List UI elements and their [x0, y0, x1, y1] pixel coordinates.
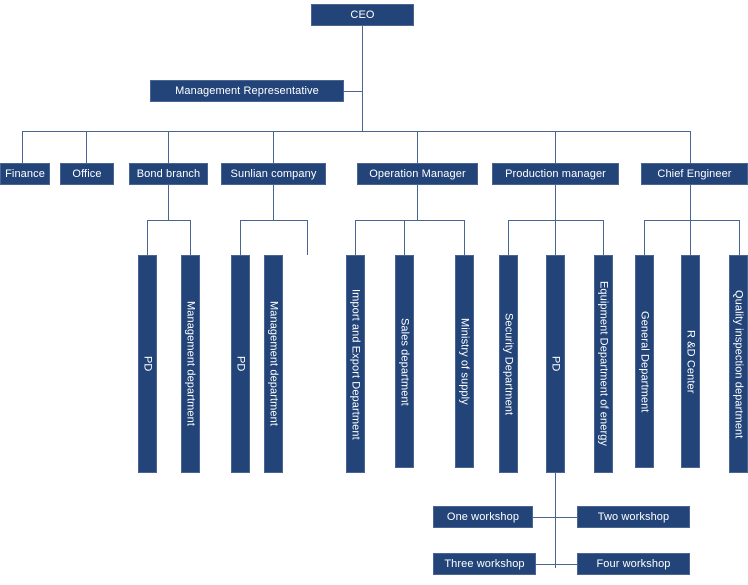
node-two-workshop[interactable]: Two workshop — [577, 506, 690, 528]
connector-operation-manager-stem — [417, 185, 418, 220]
node-sunlian-company-management-department[interactable]: Management department — [264, 255, 283, 473]
connector-ceo-to-level2 — [362, 92, 363, 131]
node-ceo[interactable]: CEO — [311, 4, 414, 26]
connector-operation-manager-child-1 — [404, 220, 405, 255]
node-finance[interactable]: Finance — [0, 163, 50, 185]
connector-pd-to-workshops — [555, 473, 556, 568]
connector-drop-production-manager — [555, 131, 556, 163]
connector-drop-bond-branch — [168, 131, 169, 163]
node-sunlian-company-pd[interactable]: PD — [231, 255, 250, 473]
node-import-and-export-department[interactable]: Import and Export Department — [346, 255, 365, 473]
node-sunlian-company[interactable]: Sunlian company — [221, 163, 326, 185]
node-sales-department[interactable]: Sales department — [395, 255, 414, 468]
connector-drop-operation-manager — [417, 131, 418, 163]
connector-ceo-stem — [362, 26, 363, 92]
connector-production-manager-child-0 — [508, 220, 509, 255]
connector-operation-manager-bus — [355, 220, 465, 221]
node-chief-engineer[interactable]: Chief Engineer — [641, 163, 748, 185]
connector-workshop-row-1 — [533, 517, 577, 518]
node-equipment-department-of-energy[interactable]: Equipment Department of energy — [594, 255, 613, 473]
connector-workshop-row-2 — [536, 564, 577, 565]
connector-drop-office — [86, 131, 87, 163]
node-production-manager[interactable]: Production manager — [492, 163, 619, 185]
connector-sunlian-company-child-1 — [307, 220, 308, 255]
connector-operation-manager-child-0 — [355, 220, 356, 255]
connector-sunlian-company-child-0 — [240, 220, 241, 255]
connector-chief-engineer-child-1 — [690, 220, 691, 255]
connector-drop-sunlian-company — [273, 131, 274, 163]
node-management-representative[interactable]: Management Representative — [150, 80, 344, 102]
connector-bond-branch-child-1 — [190, 220, 191, 255]
node-security-department[interactable]: Security Department — [499, 255, 518, 473]
node-four-workshop[interactable]: Four workshop — [577, 553, 690, 575]
node-one-workshop[interactable]: One workshop — [433, 506, 533, 528]
connector-drop-finance — [22, 131, 23, 163]
connector-chief-engineer-child-2 — [739, 220, 740, 255]
node-general-department[interactable]: General Department — [635, 255, 654, 468]
node-office[interactable]: Office — [60, 163, 114, 185]
connector-chief-engineer-stem — [690, 185, 691, 220]
connector-chief-engineer-child-0 — [644, 220, 645, 255]
connector-sunlian-company-bus — [240, 220, 308, 221]
connector-level2-bus — [22, 131, 691, 132]
node-bond-branch[interactable]: Bond branch — [129, 163, 208, 185]
node-bond-branch-management-department[interactable]: Management department — [181, 255, 200, 473]
node-three-workshop[interactable]: Three workshop — [433, 553, 536, 575]
connector-drop-chief-engineer — [690, 131, 691, 163]
node-rd-center[interactable]: R &D Center — [681, 255, 700, 468]
node-ministry-of-supply[interactable]: Ministry of supply — [455, 255, 474, 468]
connector-sunlian-company-stem — [273, 185, 274, 220]
connector-bond-branch-stem — [168, 185, 169, 220]
connector-chief-engineer-bus — [644, 220, 740, 221]
connector-bond-branch-bus — [147, 220, 191, 221]
connector-production-manager-child-1 — [555, 220, 556, 255]
node-operation-manager[interactable]: Operation Manager — [357, 163, 478, 185]
node-production-manager-pd[interactable]: PD — [546, 255, 565, 473]
connector-production-manager-stem — [555, 185, 556, 220]
connector-production-manager-child-2 — [603, 220, 604, 255]
connector-operation-manager-child-2 — [464, 220, 465, 255]
connector-management-representative-stub — [344, 91, 363, 92]
node-bond-branch-pd[interactable]: PD — [138, 255, 157, 473]
node-quality-inspection-department[interactable]: Quality inspection department — [729, 255, 748, 473]
connector-bond-branch-child-0 — [147, 220, 148, 255]
connector-production-manager-bus — [508, 220, 604, 221]
